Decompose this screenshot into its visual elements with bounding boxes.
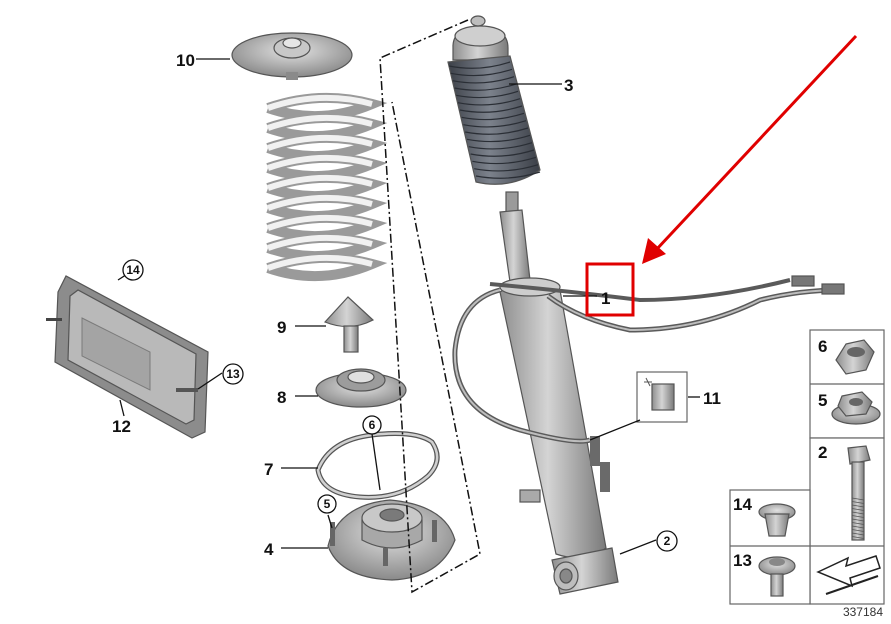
label-11: 11	[703, 389, 721, 408]
label-6: 6	[369, 418, 376, 432]
label-5: 5	[324, 497, 331, 511]
callout-14: 14	[122, 259, 144, 281]
screw-clip-part	[758, 556, 796, 597]
label-13: 13	[226, 367, 240, 381]
inset-label-5: 5	[818, 391, 827, 410]
label-8: 8	[277, 388, 286, 407]
label-9: 9	[277, 318, 286, 337]
spring-pad-part	[231, 32, 353, 80]
label-1: 1	[601, 289, 610, 308]
top-mount-part	[327, 499, 456, 581]
expanding-rivet-part	[758, 503, 796, 537]
bump-stop-part	[323, 296, 375, 353]
bolt-part	[847, 445, 871, 541]
label-14: 14	[126, 263, 140, 277]
inset-label-14: 14	[733, 495, 752, 514]
gasket-part	[315, 431, 440, 500]
catalog-number: 337184	[843, 605, 883, 619]
label-7: 7	[264, 460, 273, 479]
label-3: 3	[564, 76, 573, 95]
leader-lines	[117, 58, 700, 555]
label-4: 4	[264, 540, 274, 559]
inset-label-2: 2	[818, 443, 827, 462]
assembly-bracket-line	[379, 19, 481, 594]
shock-absorber-part	[452, 191, 845, 595]
dust-boot-part	[447, 15, 541, 185]
callout-5: 5	[317, 494, 337, 514]
label-2: 2	[664, 534, 671, 548]
sensor-bracket-part	[46, 275, 209, 439]
label-12: 12	[112, 417, 131, 436]
callout-6: 6	[362, 415, 382, 435]
support-bearing-part	[315, 368, 407, 408]
nut-part	[835, 339, 875, 375]
label-10: 10	[176, 51, 195, 70]
callout-2: 2	[656, 530, 678, 552]
coil-spring-part	[266, 92, 388, 282]
highlight-annotation	[585, 34, 858, 317]
arrow-symbol-icon	[816, 555, 881, 595]
flange-nut-part	[831, 391, 881, 425]
inset-label-13: 13	[733, 551, 752, 570]
hardware-inset: 6 5 2 14 13	[729, 329, 885, 605]
inset-label-6: 6	[818, 337, 827, 356]
callout-13: 13	[222, 363, 244, 385]
clip-inset-box	[589, 371, 688, 441]
